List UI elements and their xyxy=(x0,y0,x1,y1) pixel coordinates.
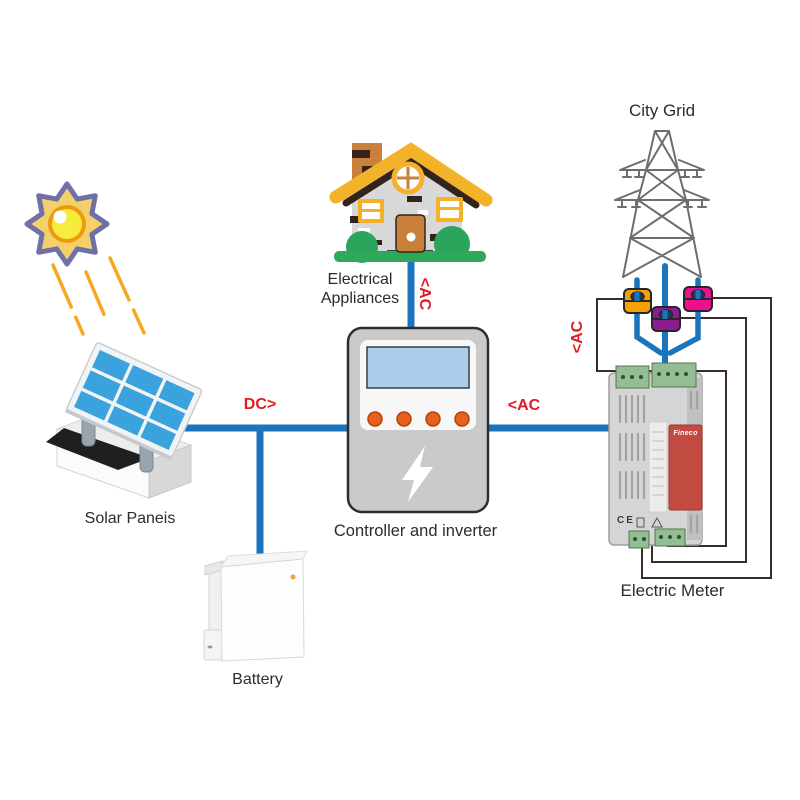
meter-brand-label xyxy=(668,424,703,511)
flow-label-dc: DC> xyxy=(243,396,277,413)
ct-signal-wire-b xyxy=(651,317,747,563)
appliances-label-line2: Appliances xyxy=(320,289,400,307)
solar-panel-icon xyxy=(46,342,203,499)
flow-label-ac-house: <AC xyxy=(416,277,433,311)
controller-screen xyxy=(366,346,470,389)
recycle-triangle-icon xyxy=(651,516,663,528)
solar-panel-face xyxy=(65,342,203,461)
meter-vents xyxy=(618,390,699,534)
sun-rays-icon xyxy=(51,256,146,336)
city-grid-label: City Grid xyxy=(628,101,696,120)
battery-led xyxy=(290,574,296,580)
appliances-label: Electrical Appliances xyxy=(295,271,425,309)
battery-icon xyxy=(203,550,308,662)
ce-mark-text: CE xyxy=(617,515,635,526)
controller-inverter-icon xyxy=(346,326,490,514)
ct-clamp-orange-icon xyxy=(623,288,652,314)
electric-meter-label: Electric Meter xyxy=(620,581,725,600)
meter-terminals-bottom xyxy=(628,528,686,549)
meter-spec-label xyxy=(648,421,668,513)
right-window xyxy=(436,197,463,222)
roof xyxy=(329,142,493,207)
door xyxy=(395,214,426,253)
battery-label: Battery xyxy=(232,671,283,688)
ct-clamp-magenta-icon xyxy=(683,286,713,312)
grid-tower-icon xyxy=(614,130,710,278)
electric-meter-icon xyxy=(608,362,703,549)
controller-label: Controller and inverter xyxy=(333,522,498,540)
meter-brand-text: Fineco xyxy=(673,430,698,437)
appliances-label-line1: Electrical xyxy=(327,271,393,288)
ct-clamp-purple-icon xyxy=(651,306,681,332)
sun-icon xyxy=(24,181,110,267)
ct-signal-wire-c xyxy=(641,297,772,579)
flow-label-ac-grid: <AC xyxy=(569,320,586,354)
lightning-bolt-icon xyxy=(402,446,433,502)
meter-cert-mark xyxy=(636,517,645,528)
left-window xyxy=(358,199,384,223)
meter-terminals-top xyxy=(615,362,697,389)
solar-panels-label: Solar Paneis xyxy=(84,510,176,527)
controller-buttons xyxy=(367,411,470,427)
house-platform xyxy=(334,251,486,262)
house-icon xyxy=(329,142,493,263)
flow-label-ac-right: <AC xyxy=(507,397,541,414)
